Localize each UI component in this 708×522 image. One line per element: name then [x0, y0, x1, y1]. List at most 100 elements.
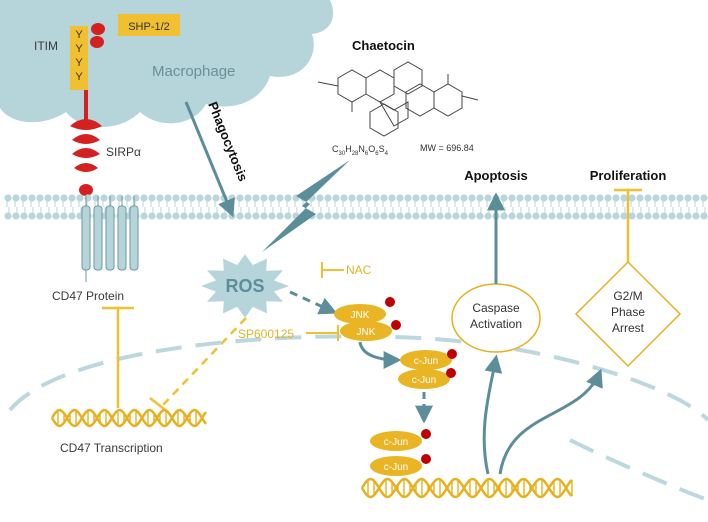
lipid-head — [364, 212, 372, 220]
lipid-head — [500, 212, 508, 220]
lipid-head — [100, 194, 108, 202]
phospho-dot — [447, 349, 457, 359]
lipid-head — [356, 212, 364, 220]
lipid-head — [84, 194, 92, 202]
jnk-to-cjun-arrow — [358, 341, 402, 369]
lipid-head — [180, 212, 188, 220]
lipid-head — [580, 194, 588, 202]
lipid-head — [516, 212, 524, 220]
phospho-dot — [385, 297, 395, 307]
lipid-head — [348, 194, 356, 202]
tyrosine-label: Y — [75, 71, 83, 83]
lipid-head — [316, 212, 324, 220]
lipid-head — [412, 212, 420, 220]
lipid-head — [172, 194, 180, 202]
lipid-head — [212, 212, 220, 220]
lipid-head — [140, 194, 148, 202]
lipid-head — [652, 212, 660, 220]
lipid-head — [404, 212, 412, 220]
lipid-head — [268, 212, 276, 220]
lipid-head — [524, 194, 532, 202]
lipid-head — [524, 212, 532, 220]
lipid-head — [252, 194, 260, 202]
lipid-head — [252, 212, 260, 220]
shp-binding-dot — [90, 36, 104, 48]
lipid-head — [588, 212, 596, 220]
jnk-label-bottom: JNK — [357, 327, 376, 338]
formula-element: C — [332, 144, 339, 154]
lipid-head — [428, 212, 436, 220]
lipid-head — [12, 194, 20, 202]
lipid-head — [348, 212, 356, 220]
lipid-head — [572, 212, 580, 220]
dna-strand — [50, 408, 207, 428]
lipid-head — [396, 212, 404, 220]
phospho-dot — [391, 320, 401, 330]
lipid-head — [28, 194, 36, 202]
ros-burst-icon — [201, 254, 289, 318]
lipid-head — [436, 212, 444, 220]
cjun-label-top: c-Jun — [414, 356, 438, 367]
lipid-head — [60, 194, 68, 202]
shp-binding-dot — [91, 23, 105, 35]
lipid-head — [244, 194, 252, 202]
lipid-head — [108, 194, 116, 202]
lipid-head — [548, 212, 556, 220]
lipid-head — [276, 194, 284, 202]
cjun-node — [370, 431, 422, 451]
cell-membrane — [4, 194, 708, 220]
lipid-head — [668, 194, 676, 202]
formula-subscript: 6 — [365, 151, 369, 157]
lipid-head — [36, 212, 44, 220]
lipid-head — [540, 194, 548, 202]
lipid-head — [196, 212, 204, 220]
lipid-head — [92, 194, 100, 202]
lipid-head — [36, 194, 44, 202]
lipid-head — [132, 194, 140, 202]
lipid-head — [596, 194, 604, 202]
apoptosis-label: Apoptosis — [464, 168, 528, 183]
lipid-head — [676, 212, 684, 220]
lipid-head — [588, 194, 596, 202]
lipid-head — [460, 212, 468, 220]
lipid-head — [700, 194, 708, 202]
g2m-arrest-diamond — [574, 260, 682, 368]
ros-cd47-inhibition-line — [161, 317, 247, 407]
lipid-head — [652, 194, 660, 202]
lipid-head — [284, 194, 292, 202]
lipid-head — [52, 212, 60, 220]
lipid-head — [76, 194, 84, 202]
itim-label: ITIM — [34, 39, 58, 53]
phagocytosis-label: Phagocytosis — [205, 100, 251, 184]
phospho-dot — [446, 368, 456, 378]
lipid-head — [636, 194, 644, 202]
lipid-head — [532, 194, 540, 202]
formula-subscript: 30 — [339, 151, 346, 157]
cjun-node — [370, 456, 422, 476]
lipid-head — [644, 194, 652, 202]
sirpa-label: SIRPα — [106, 145, 141, 159]
lipid-head — [68, 212, 76, 220]
lipid-head — [332, 194, 340, 202]
lipid-head — [676, 194, 684, 202]
lipid-head — [260, 194, 268, 202]
cd47-helix — [129, 205, 139, 271]
caspase-label-1: Caspase — [472, 301, 520, 315]
lipid-head — [236, 212, 244, 220]
lipid-head — [44, 212, 52, 220]
lipid-head — [660, 194, 668, 202]
lipid-head — [316, 194, 324, 202]
lipid-head — [692, 212, 700, 220]
macrophage-label: Macrophage — [152, 63, 235, 80]
tyrosine-label: Y — [75, 29, 83, 41]
lipid-head — [172, 212, 180, 220]
lipid-head — [236, 194, 244, 202]
g2m-label-3: Arrest — [612, 321, 645, 335]
jnk-node — [340, 321, 392, 341]
lipid-head — [508, 194, 516, 202]
lipid-head — [436, 194, 444, 202]
cjun-node — [400, 350, 452, 370]
lipid-head — [228, 194, 236, 202]
lipid-head — [244, 212, 252, 220]
